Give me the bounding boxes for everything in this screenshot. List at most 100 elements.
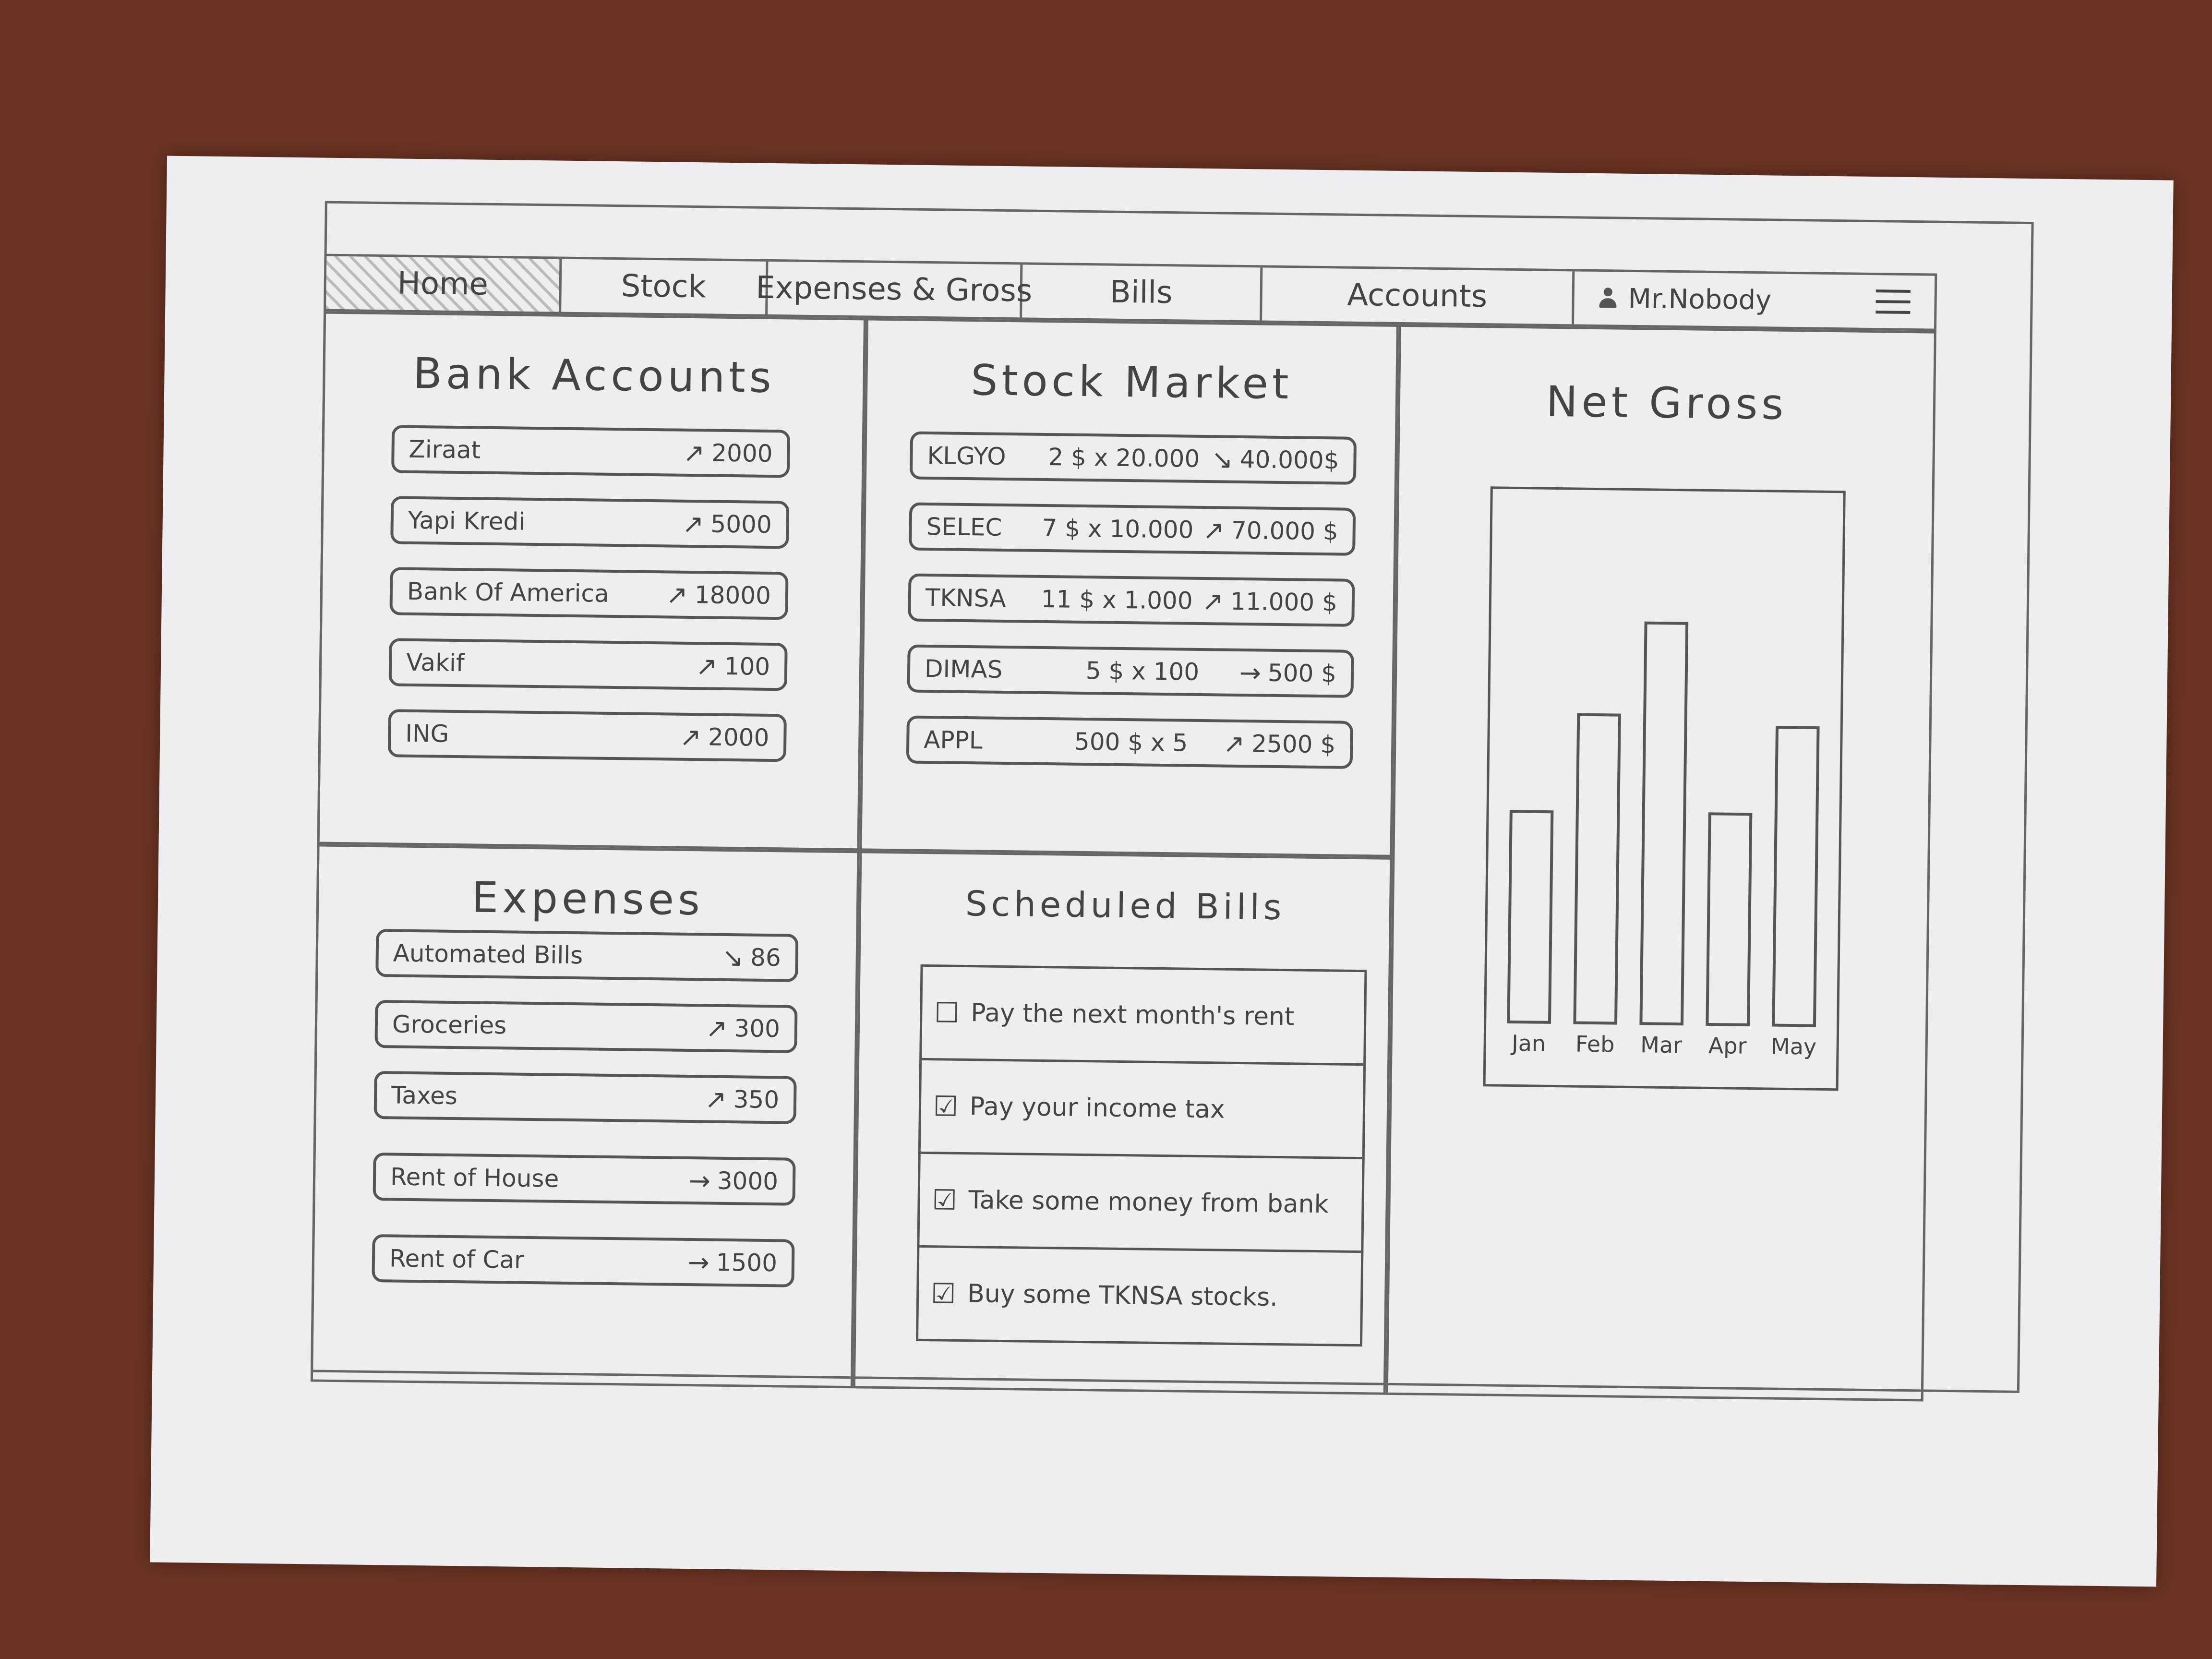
bill-item[interactable]: ☑Buy some TKNSA stocks.	[918, 1248, 1361, 1344]
trend-up-icon: ↗	[705, 1012, 728, 1044]
account-amount: 2000	[711, 439, 773, 468]
trend-up-icon: ↗	[1223, 728, 1245, 759]
x-tick-label: Feb	[1575, 1031, 1615, 1058]
nav-accounts[interactable]: Accounts	[1262, 267, 1575, 325]
stock-total: 40.000$	[1239, 445, 1339, 475]
expense-amount: 300	[734, 1014, 781, 1043]
person-icon	[1598, 288, 1618, 309]
bank-account-row[interactable]: ING ↗2000	[387, 709, 787, 762]
bank-account-row[interactable]: Vakif ↗100	[388, 638, 788, 691]
bar-mar	[1639, 621, 1689, 1026]
scheduled-bills-panel: Scheduled Bills ☐Pay the next month's re…	[853, 851, 1393, 1395]
checkbox-checked-icon[interactable]: ☑	[933, 1090, 959, 1123]
stock-ticker: APPL	[923, 725, 983, 755]
stock-calc: 7 $ x 10.000	[1042, 514, 1194, 544]
stock-market-title: Stock Market	[970, 355, 1293, 409]
nav-stock[interactable]: Stock	[561, 259, 769, 314]
account-amount: 5000	[710, 510, 772, 539]
expense-name: Rent of House	[390, 1163, 559, 1193]
checkbox-unchecked-icon[interactable]: ☐	[934, 996, 960, 1029]
paper-sketch: Home Stock Expenses & Gross Bills Accoun…	[150, 156, 2174, 1587]
stock-total: 500 $	[1267, 659, 1337, 688]
stock-total: 70.000 $	[1231, 516, 1339, 546]
bill-text: Take some money from bank	[968, 1186, 1329, 1219]
stock-calc: 2 $ x 20.000	[1048, 443, 1200, 473]
bill-item[interactable]: ☑ Take some money from bank	[919, 1154, 1362, 1253]
trend-up-icon: ↗	[1202, 515, 1225, 546]
trend-up-icon: ↗	[682, 508, 704, 539]
bank-account-row[interactable]: Bank Of America↗18000	[389, 567, 789, 620]
bank-account-row[interactable]: Ziraat↗2000	[391, 425, 791, 478]
stock-total: 2500 $	[1251, 730, 1336, 759]
account-name: Bank Of America	[407, 577, 609, 608]
stock-ticker: TKNSA	[925, 583, 1006, 613]
expense-row[interactable]: Rent of Car →1500	[372, 1234, 795, 1287]
expenses-title: Expenses	[471, 872, 704, 925]
nav-expenses-label: Expenses & Gross	[755, 270, 1033, 309]
bill-text: Pay the next month's rent	[970, 998, 1295, 1032]
bill-item[interactable]: ☐ Pay the next month's rent	[922, 966, 1365, 1066]
expense-name: Rent of Car	[389, 1244, 525, 1274]
nav-bills[interactable]: Bills	[1022, 264, 1263, 321]
expense-row[interactable]: Taxes ↗350	[373, 1070, 797, 1124]
expense-amount: 3000	[717, 1166, 779, 1196]
stock-row[interactable]: KLGYO 2 $ x 20.000 ↘40.000$	[909, 431, 1357, 485]
checkbox-checked-icon[interactable]: ☑	[930, 1277, 956, 1310]
stock-calc: 11 $ x 1.000	[1041, 585, 1193, 615]
net-gross-title: Net Gross	[1546, 376, 1788, 429]
account-name: Vakif	[406, 648, 465, 677]
expense-name: Taxes	[391, 1081, 458, 1110]
account-amount: 2000	[708, 723, 769, 752]
bank-accounts-title: Bank Accounts	[412, 348, 776, 403]
nav-expenses-gross[interactable]: Expenses & Gross	[756, 261, 1033, 318]
bar-may	[1772, 726, 1820, 1027]
stock-ticker: DIMAS	[924, 654, 1003, 684]
expense-row[interactable]: Rent of House →3000	[373, 1152, 796, 1206]
trend-flat-icon: →	[687, 1247, 710, 1278]
hamburger-menu-icon[interactable]	[1875, 289, 1911, 314]
expense-row[interactable]: Automated Bills↘86	[375, 929, 799, 982]
trend-up-icon: ↗	[679, 721, 702, 752]
checkbox-checked-icon[interactable]: ☑	[932, 1183, 958, 1216]
nav-bills-label: Bills	[1109, 274, 1173, 311]
bank-accounts-list: Ziraat↗2000 Yapi Kredi↗5000 Bank Of Amer…	[387, 425, 791, 785]
account-name: ING	[405, 719, 449, 748]
expense-amount: 1500	[716, 1248, 778, 1277]
scheduled-bills-list: ☐ Pay the next month's rent ☑ Pay your inc…	[916, 964, 1367, 1347]
bill-item[interactable]: ☑ Pay your income tax	[920, 1060, 1364, 1160]
expenses-list: Automated Bills↘86 Groceries↗300 Taxes↗3…	[372, 929, 799, 1310]
stock-total: 11.000 $	[1230, 587, 1338, 617]
nav-home-label: Home	[397, 265, 489, 302]
trend-down-icon: ↘	[1211, 444, 1234, 475]
trend-flat-icon: →	[688, 1165, 711, 1196]
user-profile[interactable]: Mr.Nobody	[1598, 283, 1771, 316]
stock-row[interactable]: TKNSA 11 $ x 1.000 ↗11.000 $	[908, 573, 1355, 627]
expense-amount: 86	[750, 943, 781, 972]
expenses-panel: Expenses Automated Bills↘86 Groceries↗30…	[310, 844, 860, 1389]
trend-up-icon: ↗	[1202, 586, 1224, 617]
trend-up-icon: ↗	[696, 650, 718, 682]
expense-amount: 350	[733, 1085, 780, 1114]
account-name: Ziraat	[409, 435, 481, 464]
nav-home[interactable]: Home	[326, 256, 562, 312]
bill-text: Pay your income tax	[969, 1092, 1225, 1124]
nav-user-area: Mr.Nobody	[1574, 271, 1935, 328]
expense-row[interactable]: Groceries ↗300	[374, 1000, 798, 1053]
account-amount: 100	[724, 652, 770, 681]
stock-ticker: KLGYO	[927, 441, 1006, 470]
x-tick-label: Jan	[1510, 1030, 1546, 1057]
trend-up-icon: ↗	[666, 579, 688, 610]
trend-up-icon: ↗	[705, 1083, 727, 1115]
bar-feb	[1573, 713, 1621, 1025]
x-tick-label: Mar	[1640, 1032, 1683, 1058]
x-tick-label: May	[1771, 1034, 1817, 1060]
expense-name: Groceries	[392, 1010, 507, 1040]
bank-account-row[interactable]: Yapi Kredi↗5000	[390, 496, 790, 549]
bar-apr	[1706, 812, 1753, 1026]
